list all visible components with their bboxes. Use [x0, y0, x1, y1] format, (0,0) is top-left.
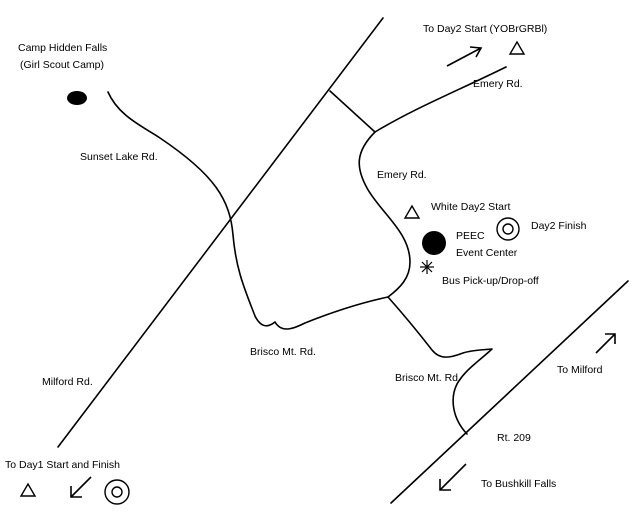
day2-finish-label: Day2 Finish — [531, 220, 587, 232]
to-bushkill-arrow-icon — [439, 463, 467, 491]
to-milford-arrow-icon — [595, 333, 616, 354]
peec-label: PEEC — [456, 230, 485, 242]
to-bushkill-label: To Bushkill Falls — [481, 478, 556, 490]
emery-road-line — [358, 131, 411, 298]
rt209-label: Rt. 209 — [497, 432, 531, 444]
milford-road-line — [57, 17, 384, 448]
camp-hidden-falls-icon — [67, 91, 87, 105]
sunset-lake-road-label: Sunset Lake Rd. — [80, 151, 158, 163]
white-day2-start-triangle-icon — [403, 204, 421, 219]
bus-asterisk-icon — [420, 260, 434, 274]
day2-start-direction-label: To Day2 Start (YOBrGRBl) — [423, 23, 547, 35]
day2-finish-double-circle-icon — [496, 217, 520, 241]
day1-start-finish-label: To Day1 Start and Finish — [5, 459, 120, 471]
brisco-right-road-line — [387, 296, 493, 435]
emery-road-top-label: Emery Rd. — [473, 78, 523, 90]
camp-subtitle-label: (Girl Scout Camp) — [20, 59, 104, 71]
day1-finish-double-circle-icon — [104, 479, 130, 505]
to-milford-label: To Milford — [557, 364, 603, 376]
emery-connector-line — [329, 90, 376, 133]
brisco-road-right-label: Brisco Mt. Rd. — [395, 372, 461, 384]
emery-top-road-line — [374, 66, 507, 133]
rt209-road-line — [390, 280, 629, 504]
sunset-lake-road-line — [107, 91, 389, 330]
peec-event-center-icon — [422, 231, 446, 255]
day2-start-arrow-icon — [446, 46, 483, 67]
day2-start-triangle-icon — [508, 40, 526, 55]
milford-road-label: Milford Rd. — [42, 376, 93, 388]
day1-start-triangle-icon — [19, 482, 37, 497]
day1-arrow-icon — [70, 476, 92, 498]
bus-pickup-label: Bus Pick-up/Drop-off — [442, 275, 539, 287]
camp-name-label: Camp Hidden Falls — [18, 42, 107, 54]
emery-road-mid-label: Emery Rd. — [377, 169, 427, 181]
peec-event-center-label: Event Center — [456, 247, 518, 259]
white-day2-start-label: White Day2 Start — [431, 201, 510, 213]
brisco-road-left-label: Brisco Mt. Rd. — [250, 346, 316, 358]
